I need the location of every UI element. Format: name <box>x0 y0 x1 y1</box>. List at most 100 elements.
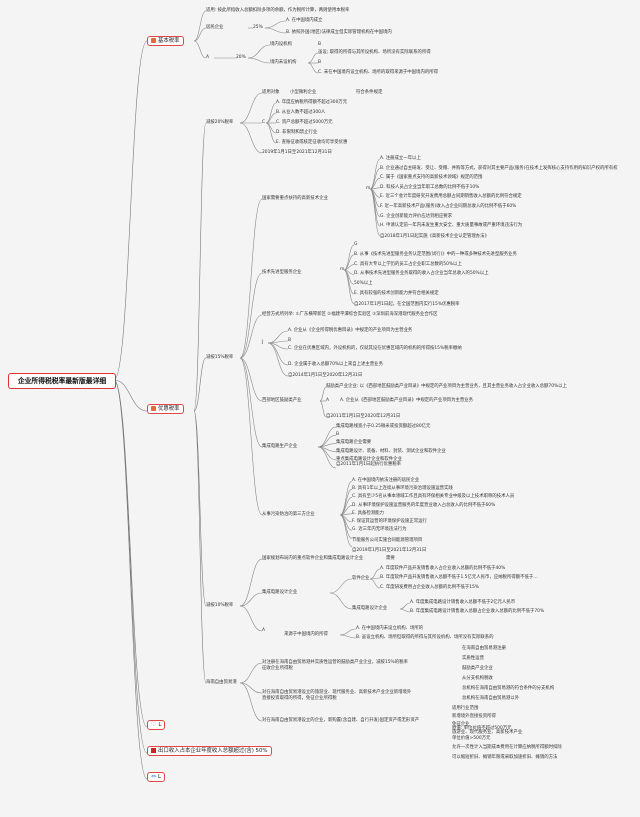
connector-line <box>239 558 263 607</box>
rate10-a: A <box>262 628 266 633</box>
rate10-software: 软件企业 <box>352 576 370 581</box>
rate15-p-note: 节能服务公司实施合同能源管理项目 <box>352 538 423 543</box>
arrow-icon: ⇔ <box>151 773 157 780</box>
pollution-item: F. 保证其运营的环境保护设施正常运行 <box>352 519 427 524</box>
rate15-ic: 集成电路生产企业 <box>262 444 298 449</box>
pollution-item: E. 具备检测能力 <box>352 510 384 516</box>
rate15-ts-time: 自2017年1月1日起，在全国范围内实行15%优惠税率 <box>354 302 460 307</box>
branch-export-ratio[interactable]: 出口收入占本企业年度收入总额超过(含) 50% <box>147 746 272 756</box>
connector-line <box>399 602 411 610</box>
connector-line <box>239 682 263 722</box>
branch-basic-rate[interactable]: 基本税率 <box>147 36 184 46</box>
rate20-cb: B. 从业人数不超过300人 <box>276 110 326 115</box>
rate20-label: 减按20%税率 <box>206 120 234 125</box>
nonresident-item: B. 虽设立机构、场所但取得的所得与其所设机构、场所没有实际联系的 <box>356 635 494 640</box>
rate9-c1: 对注册在海南自由贸易港并实质性运营的鼓励类产业企业，减按15%的税率征收企业所得… <box>262 660 408 671</box>
connector-line <box>369 188 381 237</box>
rate9-c2: 对在海南自由贸易港设立的旅游业、现代服务业、高新技术产业企业新增境外直接投资取得… <box>262 690 412 701</box>
rate20-small-cond: 符合条件规定 <box>356 90 383 95</box>
connector-line <box>239 357 263 448</box>
connector-line <box>307 62 319 74</box>
icdesign-item: A. 年度集成电路设计销售收入总额不低于2亿元人民币 <box>410 600 516 605</box>
connector-line <box>193 410 207 607</box>
rate15-west-time: 自2011年1月1日至2020年12月31日 <box>326 414 401 419</box>
connector-line <box>239 198 263 359</box>
house-icon <box>151 37 156 43</box>
connector-line <box>247 57 271 64</box>
basic-intro: 适用: 按此所指收入总额扣除多项的余额，作为税所计算，两则使用本税率 <box>206 8 350 13</box>
icdesign-item: B. 年度集成电路设计销售收入总额占企业收入总额的比例不低于70% <box>410 609 545 615</box>
rate10-nr-note: 来源于中国境内的所得 <box>284 632 328 637</box>
nonresident-item: A. 在中国境内未设立机构、场所的 <box>356 626 424 631</box>
basic-resident: 居民企业 <box>206 25 224 30</box>
rate20-small: 小型微利企业 <box>290 90 317 95</box>
pollution-item: C. 具有至少5名从事本领域工作且具有环保相关专业中级及以上技术职称的技术人员 <box>352 494 515 500</box>
ic-item: 重点集成电路设计企业和软件企业 <box>336 456 402 462</box>
branch-heart[interactable]: ♡L <box>147 720 166 730</box>
connector-line <box>267 340 289 344</box>
connector-line <box>239 605 263 632</box>
connector-line <box>329 578 353 594</box>
ic-item: B <box>336 432 340 438</box>
software-item: B. 年度软件产品开发销售收入总额不低于1.5亿元人民币，应纳税所得额不低于… <box>380 575 538 581</box>
connector-line <box>193 122 207 412</box>
hainan-item: 从分支机构税收 <box>462 676 493 681</box>
ic-item: 集成电路线宽小于0.25微米或投资额超过80亿元 <box>336 424 431 429</box>
hitech-item: B. 企业通过自主研发、受让、受赠、并购等方式，获得对其主要产品(服务)在技术上… <box>380 165 618 171</box>
connector-line <box>319 400 327 418</box>
rate15-ht-m: m <box>366 186 371 191</box>
hainan-item: 旅游业、现代服务业、高新技术产业 <box>452 730 523 735</box>
rate15-west-a: 鼓励类产业企业: 以《西部地区鼓励类产业目录》中规定的产业项目为主营业务，且其主… <box>326 384 567 389</box>
connector-line <box>265 102 277 124</box>
connector-line <box>113 379 148 412</box>
connector-line <box>239 662 263 684</box>
basic-noest-b: B <box>318 60 322 65</box>
hainan-item: 适用行业范围 <box>452 706 479 711</box>
hainan-item: 鼓励类产业企业 <box>462 666 493 671</box>
basic-est-opt: B <box>318 42 322 47</box>
rate15-ts-m: m <box>340 267 345 272</box>
connector-line <box>113 40 148 381</box>
connector-line <box>239 92 263 124</box>
hainan-item: 原值: 单位价值不超过500万元 <box>452 726 512 731</box>
rate15-region-b: B <box>288 338 292 343</box>
hitech-item: D. 科技人员占企业当年职工总数的比例不低于10% <box>380 184 480 190</box>
connector-line <box>113 379 148 728</box>
hainan-item: 在海南自由贸易港注册 <box>462 646 506 651</box>
rate15-pollution: 从事污染防治的第三方企业 <box>262 512 315 517</box>
ic-item: 集成电路设计、装备、材料、封装、测试企业和软件企业 <box>336 448 446 454</box>
connector-line <box>369 568 381 580</box>
connector-line <box>399 608 411 613</box>
rate15-ic-time: 自2011年1月1日起执行优惠税率 <box>336 462 402 467</box>
rate15-ht-period: 自2018年1月1日起实施《高新技术企业认定管理办法》 <box>380 234 489 239</box>
rate15-region-time: 自2014年1月1日至2020年12月31日 <box>288 373 363 378</box>
connector-line <box>339 634 357 639</box>
rate15-region-a: A. 企业从《企业所得税优惠目录》中规定的产业项目为主营业务 <box>288 328 413 333</box>
techsvc-item: B. 从事《技术先进型服务业务认定范围(试行)》中的一种或多种技术先进型服务业务 <box>354 251 517 257</box>
rate15-techsvc: 技术先进型服务企业 <box>262 270 302 275</box>
connector-line <box>265 122 277 144</box>
rate15-region-c: C. 企业在优惠区域内，外设机构的，仅就其设在优惠区域内的机构的所得按15%税率… <box>288 346 462 351</box>
connector-line <box>339 514 353 531</box>
connector-line <box>317 446 337 469</box>
hainan-item: 可以缩短折旧、摊销年限或采取加速折旧、摊销的方法 <box>452 754 558 760</box>
hainan-item: 实质性运营 <box>462 656 484 661</box>
connector-line <box>339 628 357 636</box>
connector-line <box>264 20 287 29</box>
techsvc-item: C. 具有大专以上学历的员工占企业职工总数的50%以上 <box>354 261 462 267</box>
root-topic[interactable]: 企业所得税税率最新版最详细 <box>8 373 116 389</box>
techsvc-item: E. 具有较强的技术创新能力并符合相关规定 <box>354 291 439 296</box>
connector-line <box>239 357 263 516</box>
connector-line <box>265 112 277 124</box>
branch-preferential-rate[interactable]: 优惠税率 <box>147 404 184 414</box>
techsvc-item: G <box>354 242 358 247</box>
rate20-scope: 适用对象 <box>262 90 280 95</box>
rate20-ce: E. 查账征收或核定征收均可享受优惠 <box>276 140 348 145</box>
hainan-item: 单位价值>500万元 <box>452 735 491 741</box>
branch-last[interactable]: ⇔L <box>147 772 166 782</box>
connector-line <box>193 40 207 59</box>
connector-line <box>239 272 263 359</box>
connector-line <box>265 122 277 134</box>
hitech-item: A. 注册成立一年以上 <box>380 156 421 161</box>
